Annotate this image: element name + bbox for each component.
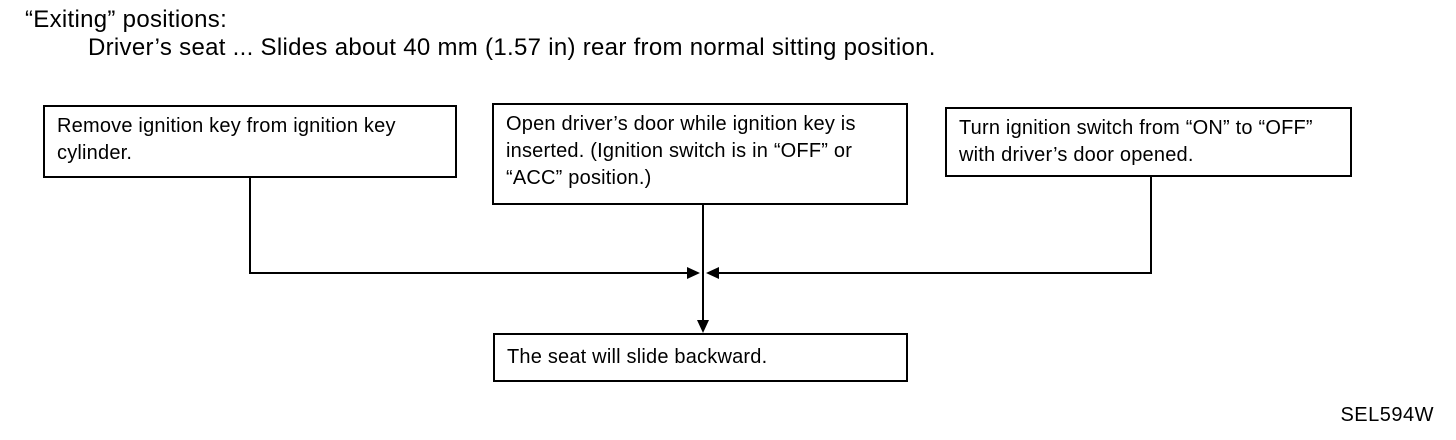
flow-box-remove-ignition-key: Remove ignition key from ignition key cy… (43, 105, 457, 178)
figure-code: SEL594W (1340, 404, 1434, 426)
arrowhead-down-icon (697, 320, 709, 333)
flow-box-turn-ignition-switch: Turn ignition switch from “ON” to “OFF” … (945, 107, 1352, 177)
flow-box-open-drivers-door: Open driver’s door while ignition key is… (492, 103, 908, 205)
heading-exiting-positions: “Exiting” positions: (25, 6, 228, 33)
connector-line-from-box1 (249, 178, 251, 274)
arrowhead-left-icon (706, 267, 719, 279)
connector-line-from-box2 (702, 205, 704, 322)
heading-drivers-seat-description: Driver’s seat ... Slides about 40 mm (1.… (88, 34, 936, 61)
flow-box-seat-slides-backward: The seat will slide backward. (493, 333, 908, 382)
connector-line-left-horizontal (249, 272, 687, 274)
connector-line-right-horizontal (719, 272, 1152, 274)
connector-line-from-box3 (1150, 177, 1152, 274)
arrowhead-right-icon (687, 267, 700, 279)
